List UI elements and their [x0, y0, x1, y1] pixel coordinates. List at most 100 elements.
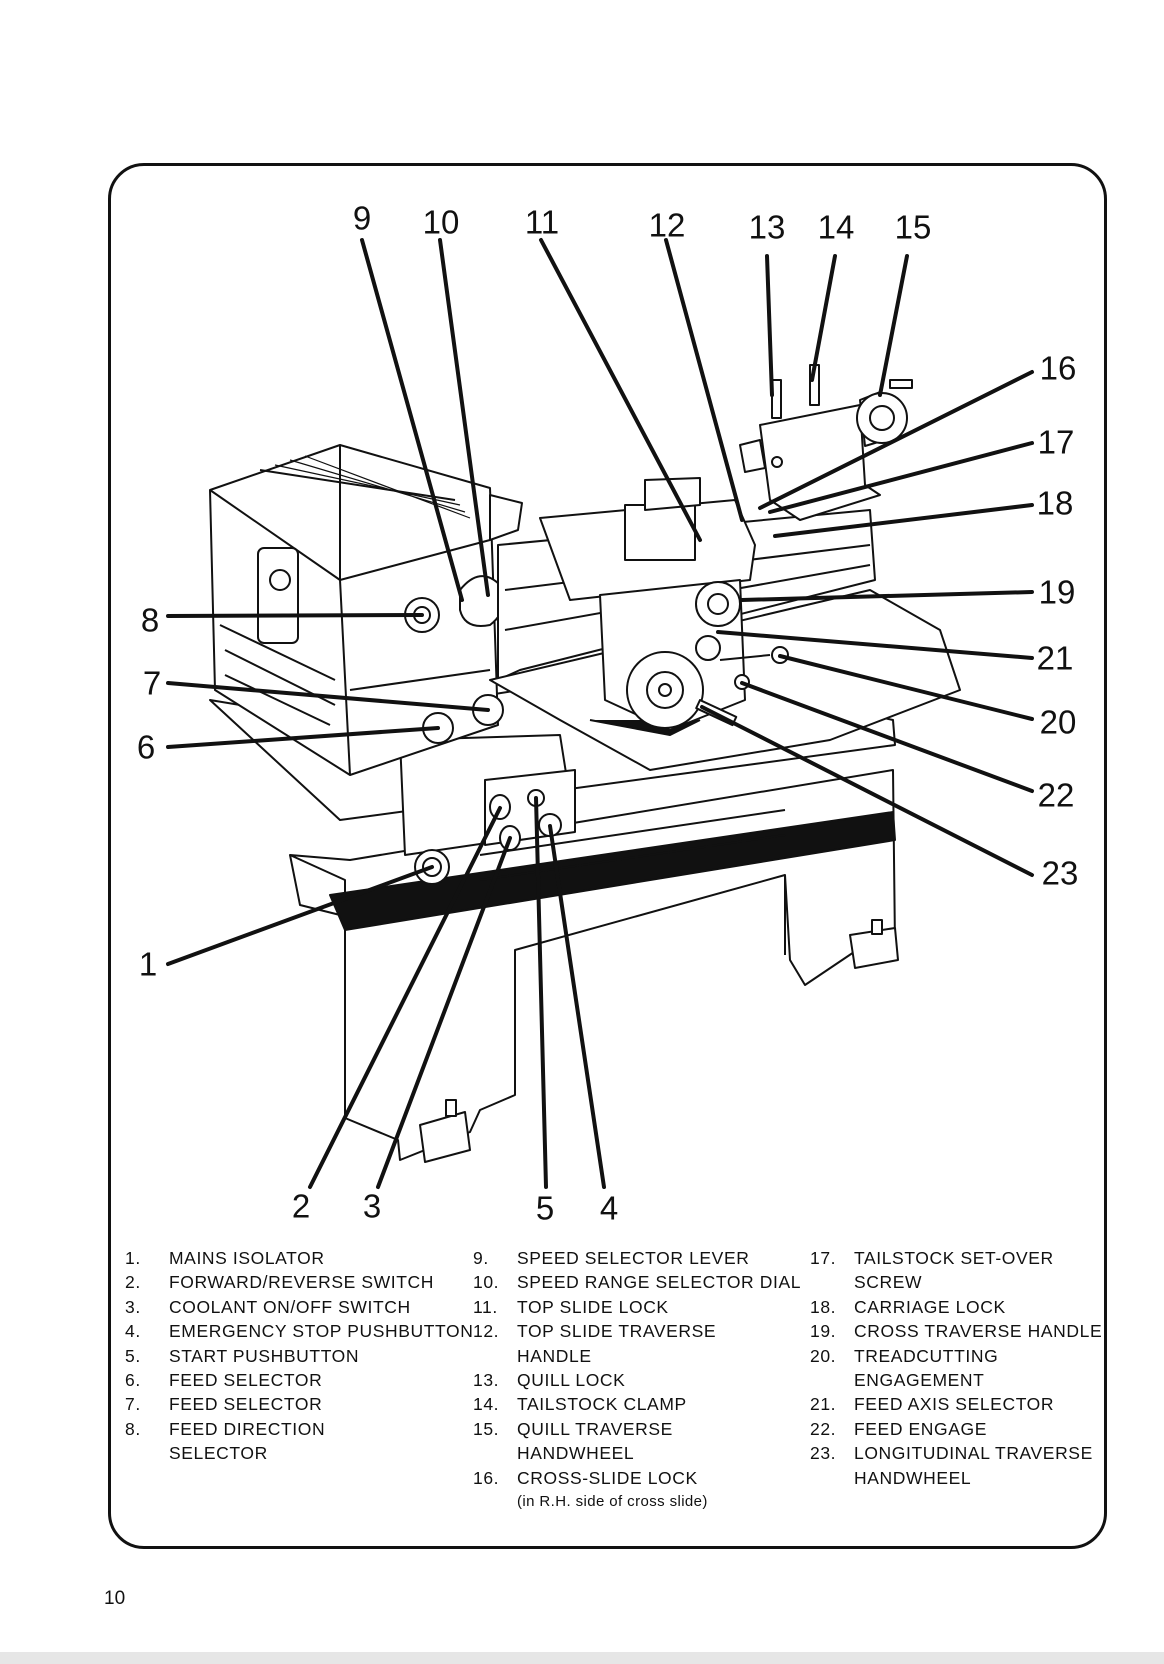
callout-18: 18 [1036, 484, 1074, 522]
legend-number: 3. [125, 1296, 141, 1317]
legend-line: CROSS TRAVERSE HANDLE [854, 1321, 1103, 1342]
legend-item: 17. TAILSTOCK SET-OVER SCREW [810, 1246, 1102, 1295]
callout-7: 7 [142, 664, 162, 702]
scan-edge [0, 1652, 1164, 1664]
legend-number: 9. [473, 1248, 489, 1268]
legend-text: FORWARD/REVERSE SWITCH [169, 1270, 434, 1294]
legend-item: 12. TOP SLIDE TRAVERSE HANDLE [473, 1319, 801, 1368]
legend-line: HANDLE [517, 1345, 592, 1366]
legend-number: 18. [810, 1296, 837, 1317]
leveling-feet [419, 919, 899, 1163]
legend-line: TREADCUTTING [854, 1345, 999, 1366]
legend-line: FEED DIRECTION [169, 1418, 326, 1439]
legend-line: SPEED RANGE SELECTOR DIAL [517, 1272, 802, 1293]
legend-number: 2. [125, 1272, 141, 1293]
legend-number: 17. [810, 1248, 837, 1268]
legend-number: 5. [125, 1345, 141, 1366]
legend-line: CROSS-SLIDE LOCK [517, 1467, 698, 1488]
callout-5: 5 [535, 1189, 555, 1227]
legend-text: CARRIAGE LOCK [854, 1295, 1006, 1319]
legend-number: 13. [473, 1370, 500, 1391]
lathe-stand [209, 689, 896, 1161]
legend-line: FEED ENGAGE [854, 1418, 988, 1439]
legend-number: 20. [810, 1345, 837, 1366]
legend-text: START PUSHBUTTON [169, 1344, 359, 1368]
legend-note: (in R.H. side of cross slide) [517, 1493, 708, 1511]
legend-line: EMERGENCY STOP PUSHBUTTON [169, 1321, 474, 1342]
legend-item: 2. FORWARD/REVERSE SWITCH [125, 1270, 473, 1294]
legend-line: HANDWHEEL [854, 1467, 972, 1488]
callout-4: 4 [599, 1189, 619, 1227]
legend-number: 14. [473, 1394, 500, 1415]
legend-line: CARRIAGE LOCK [854, 1296, 1006, 1317]
legend-column-2: 9. SPEED SELECTOR LEVER 10. SPEED RANGE SEL… [473, 1246, 801, 1514]
legend-item: 21. FEED AXIS SELECTOR [810, 1392, 1102, 1416]
callout-6: 6 [136, 728, 156, 766]
legend-line: SCREW [854, 1272, 923, 1293]
callout-12: 12 [648, 206, 686, 244]
legend-number: 22. [810, 1418, 837, 1439]
callout-17: 17 [1037, 423, 1075, 461]
legend-text: TAILSTOCK CLAMP [517, 1392, 687, 1416]
legend-item: 9. SPEED SELECTOR LEVER [473, 1246, 801, 1270]
legend-line: TAILSTOCK CLAMP [517, 1394, 687, 1415]
legend-number: 4. [125, 1321, 141, 1342]
legend-number: 21. [810, 1394, 837, 1415]
callout-20: 20 [1039, 703, 1077, 741]
callout-22: 22 [1037, 776, 1075, 814]
callout-23: 23 [1041, 854, 1079, 892]
legend-text: FEED ENGAGE [854, 1417, 987, 1441]
legend-line: TOP SLIDE TRAVERSE [517, 1321, 717, 1342]
legend-text: TOP SLIDE TRAVERSE HANDLE [517, 1319, 716, 1368]
legend-text: FEED AXIS SELECTOR [854, 1392, 1054, 1416]
callout-9: 9 [352, 199, 372, 237]
legend-line: SPEED SELECTOR LEVER [517, 1248, 750, 1268]
callout-3: 3 [362, 1187, 382, 1225]
callout-2: 2 [291, 1187, 311, 1225]
legend-item: 22. FEED ENGAGE [810, 1417, 1102, 1441]
legend-number: 15. [473, 1418, 500, 1439]
legend-column-3: 17. TAILSTOCK SET-OVER SCREW 18. CARRIAGE LO… [810, 1246, 1102, 1490]
legend-number: 1. [125, 1248, 141, 1268]
legend-item: 1.MAINS ISOLATOR [125, 1246, 473, 1270]
legend-line: FEED SELECTOR [169, 1370, 323, 1391]
legend-line: SELECTOR [169, 1443, 268, 1464]
legend-number: 19. [810, 1321, 837, 1342]
legend-item: 11.TOP SLIDE LOCK [473, 1295, 801, 1319]
legend-number: 7. [125, 1394, 141, 1415]
legend-text: CROSS TRAVERSE HANDLE [854, 1319, 1102, 1343]
legend-line: HANDWHEEL [517, 1443, 635, 1464]
legend-item: 4. EMERGENCY STOP PUSHBUTTON [125, 1319, 473, 1343]
callout-11: 11 [524, 203, 560, 241]
legend-text: FEED SELECTOR [169, 1392, 322, 1416]
legend-number: 23. [810, 1443, 837, 1464]
legend-item: 5. START PUSHBUTTON [125, 1344, 473, 1368]
legend-text: FEED SELECTOR [169, 1368, 322, 1392]
callout-19: 19 [1038, 573, 1076, 611]
callout-16: 16 [1039, 349, 1077, 387]
legend-number: 10. [473, 1272, 500, 1293]
legend-item: 14. TAILSTOCK CLAMP [473, 1392, 801, 1416]
legend-line: FEED AXIS SELECTOR [854, 1394, 1055, 1415]
callout-13: 13 [748, 208, 786, 246]
legend-item: 6. FEED SELECTOR [125, 1368, 473, 1392]
legend-item: 19. CROSS TRAVERSE HANDLE [810, 1319, 1102, 1343]
legend-number: 12. [473, 1321, 500, 1342]
callout-21: 21 [1036, 639, 1074, 677]
legend-item: 13.QUILL LOCK [473, 1368, 801, 1392]
legend-text: CROSS-SLIDE LOCK (in R.H. side of cross s… [517, 1466, 708, 1515]
callout-15: 15 [894, 208, 932, 246]
legend-line: LONGITUDINAL TRAVERSE [854, 1443, 1093, 1464]
legend-number: 16. [473, 1467, 500, 1488]
diagram-frame [108, 163, 1107, 1549]
carriage-controls [626, 581, 789, 729]
legend-line: TAILSTOCK SET-OVER [854, 1248, 1054, 1268]
legend-line: START PUSHBUTTON [169, 1345, 360, 1366]
legend-line: QUILL TRAVERSE [517, 1418, 673, 1439]
legend-text: LONGITUDINAL TRAVERSE HANDWHEEL [854, 1441, 1093, 1490]
legend-number: 6. [125, 1370, 141, 1391]
legend-line: FEED SELECTOR [169, 1394, 323, 1415]
